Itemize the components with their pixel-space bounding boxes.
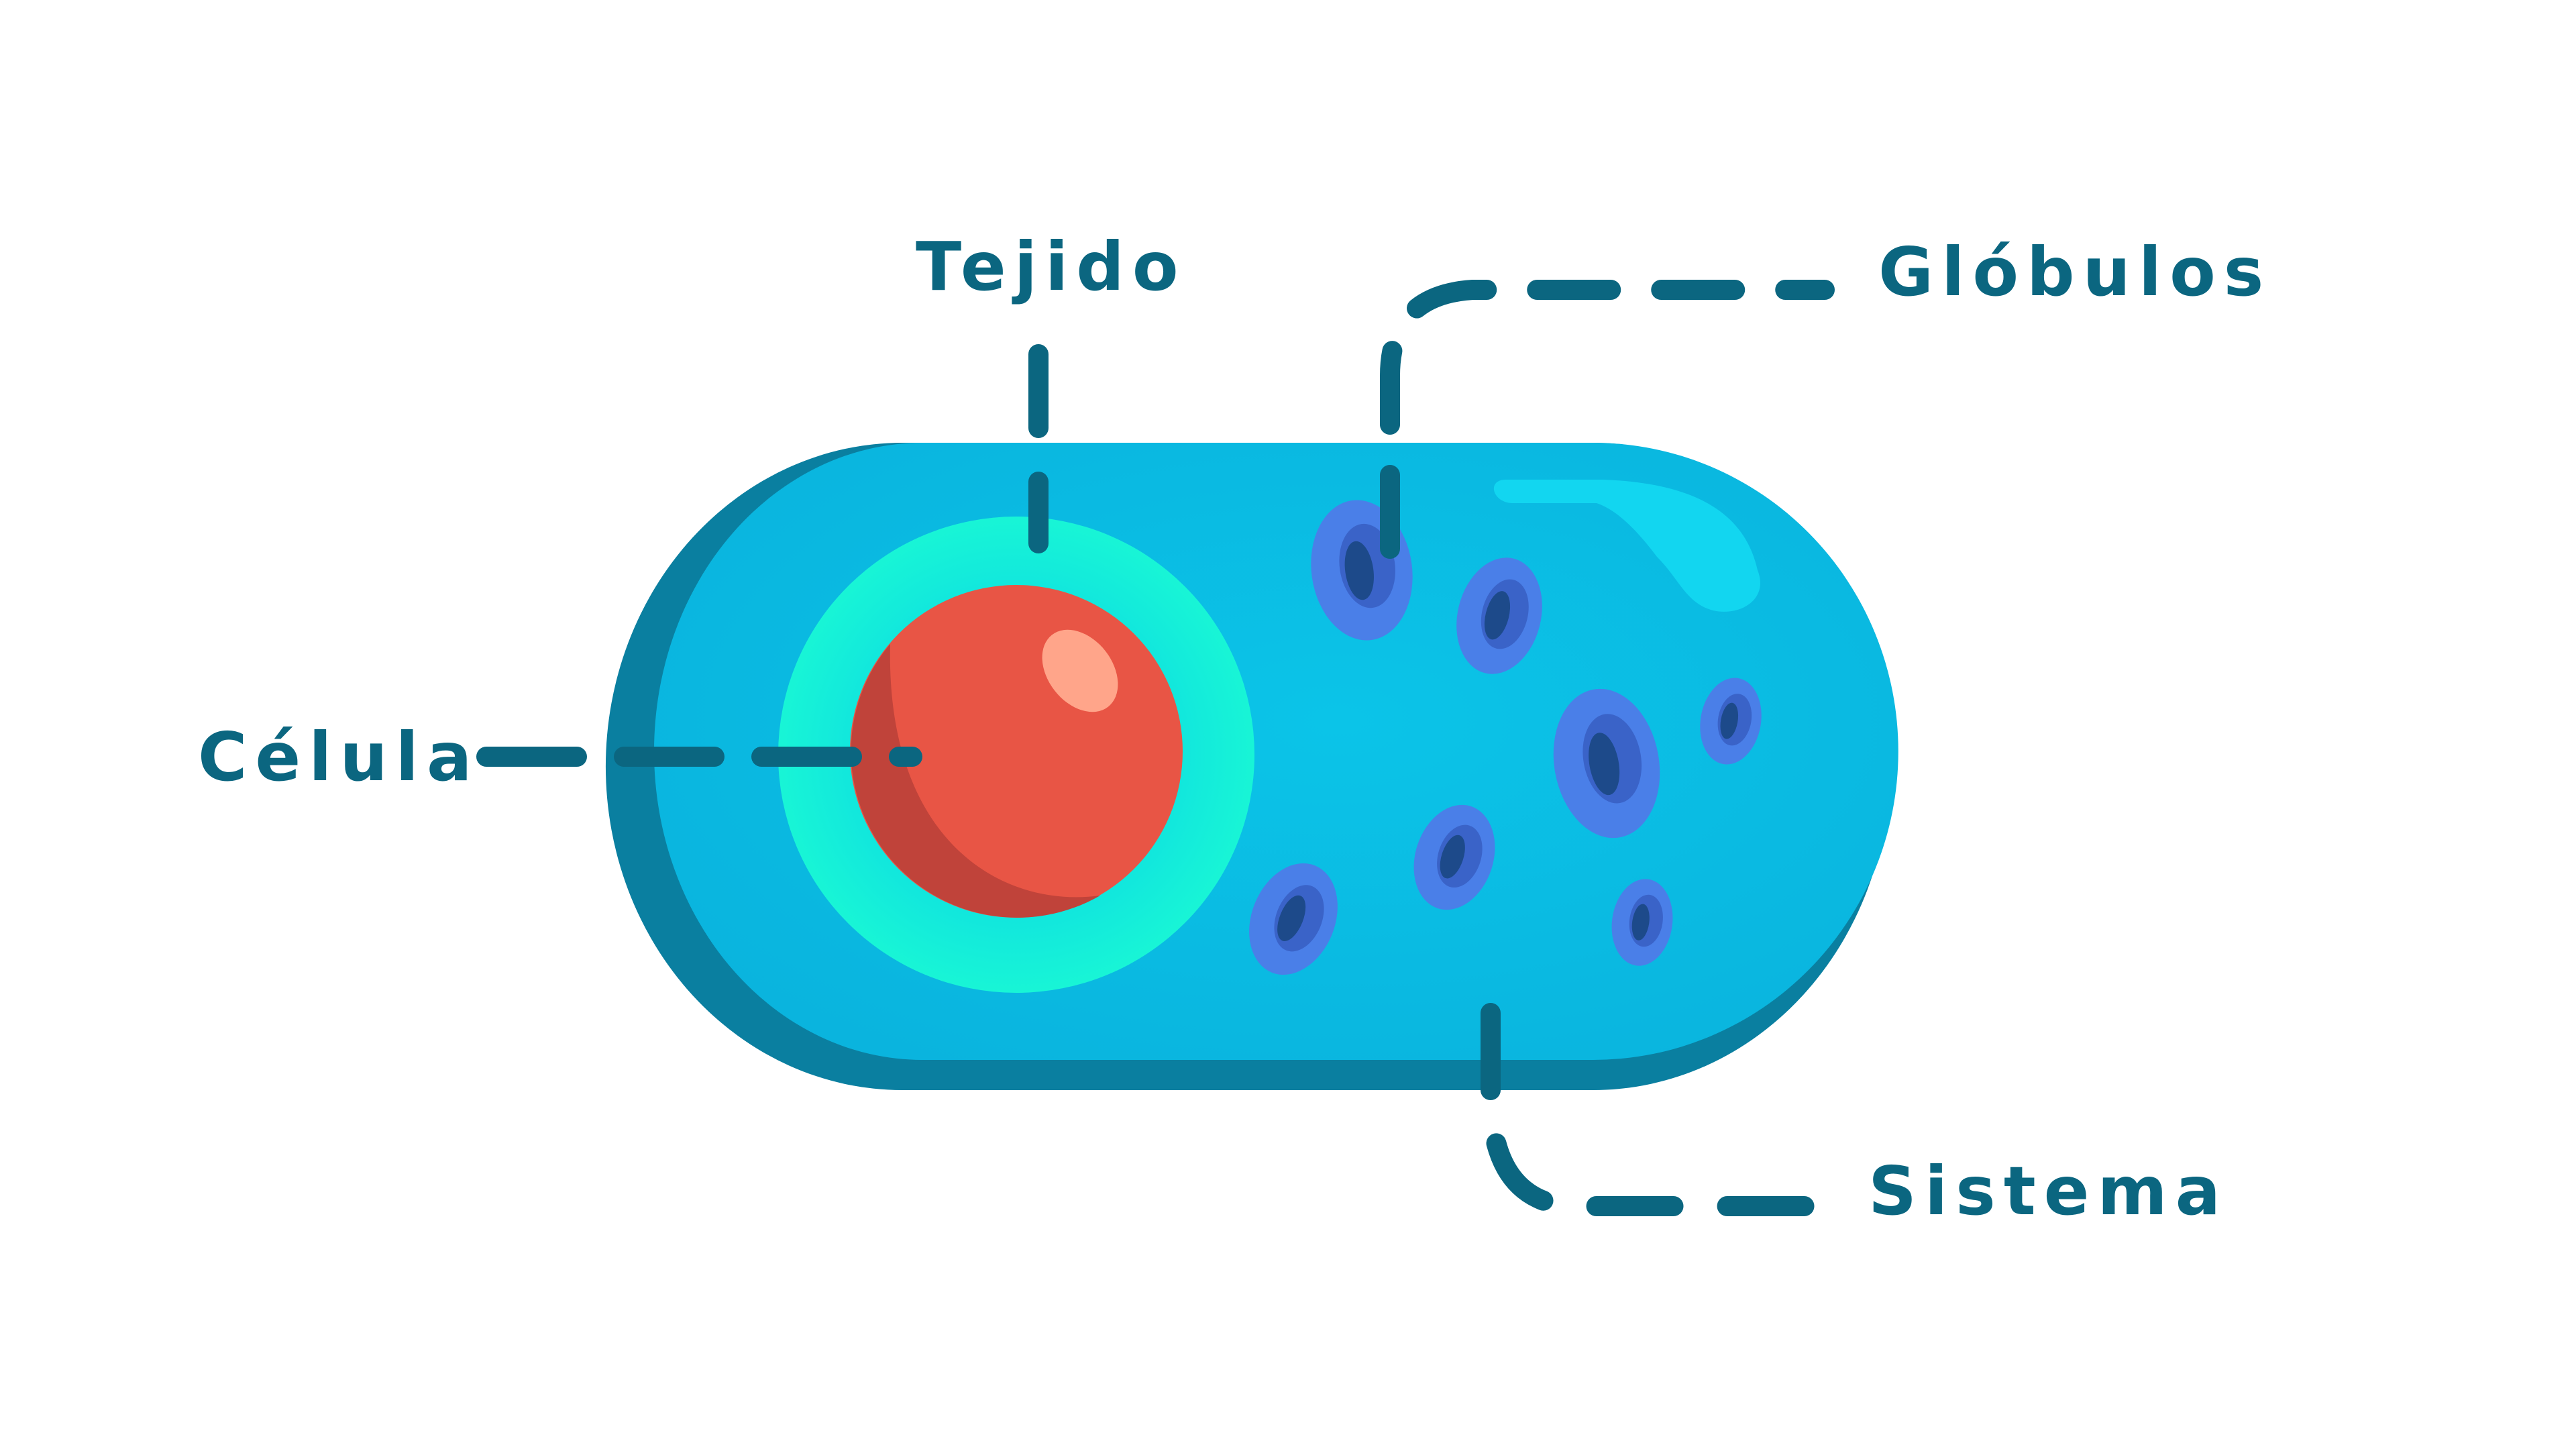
label-celula: Célula <box>198 718 480 796</box>
blood-cell <box>1413 804 1495 910</box>
nucleus <box>850 585 1183 918</box>
blood-cell <box>1700 678 1762 765</box>
capsule-highlight <box>1493 480 1760 612</box>
leader-line-globulos <box>1380 280 1835 559</box>
leader-line-sistema <box>1481 1003 1835 1216</box>
label-globulos: Glóbulos <box>1878 233 2271 311</box>
blood-cell <box>1249 863 1338 975</box>
blood-cell <box>1553 688 1660 839</box>
label-sistema: Sistema <box>1868 1152 2229 1230</box>
blood-cell <box>1611 879 1673 966</box>
blood-cell <box>1456 557 1542 674</box>
label-tejido: Tejido <box>916 227 1187 306</box>
